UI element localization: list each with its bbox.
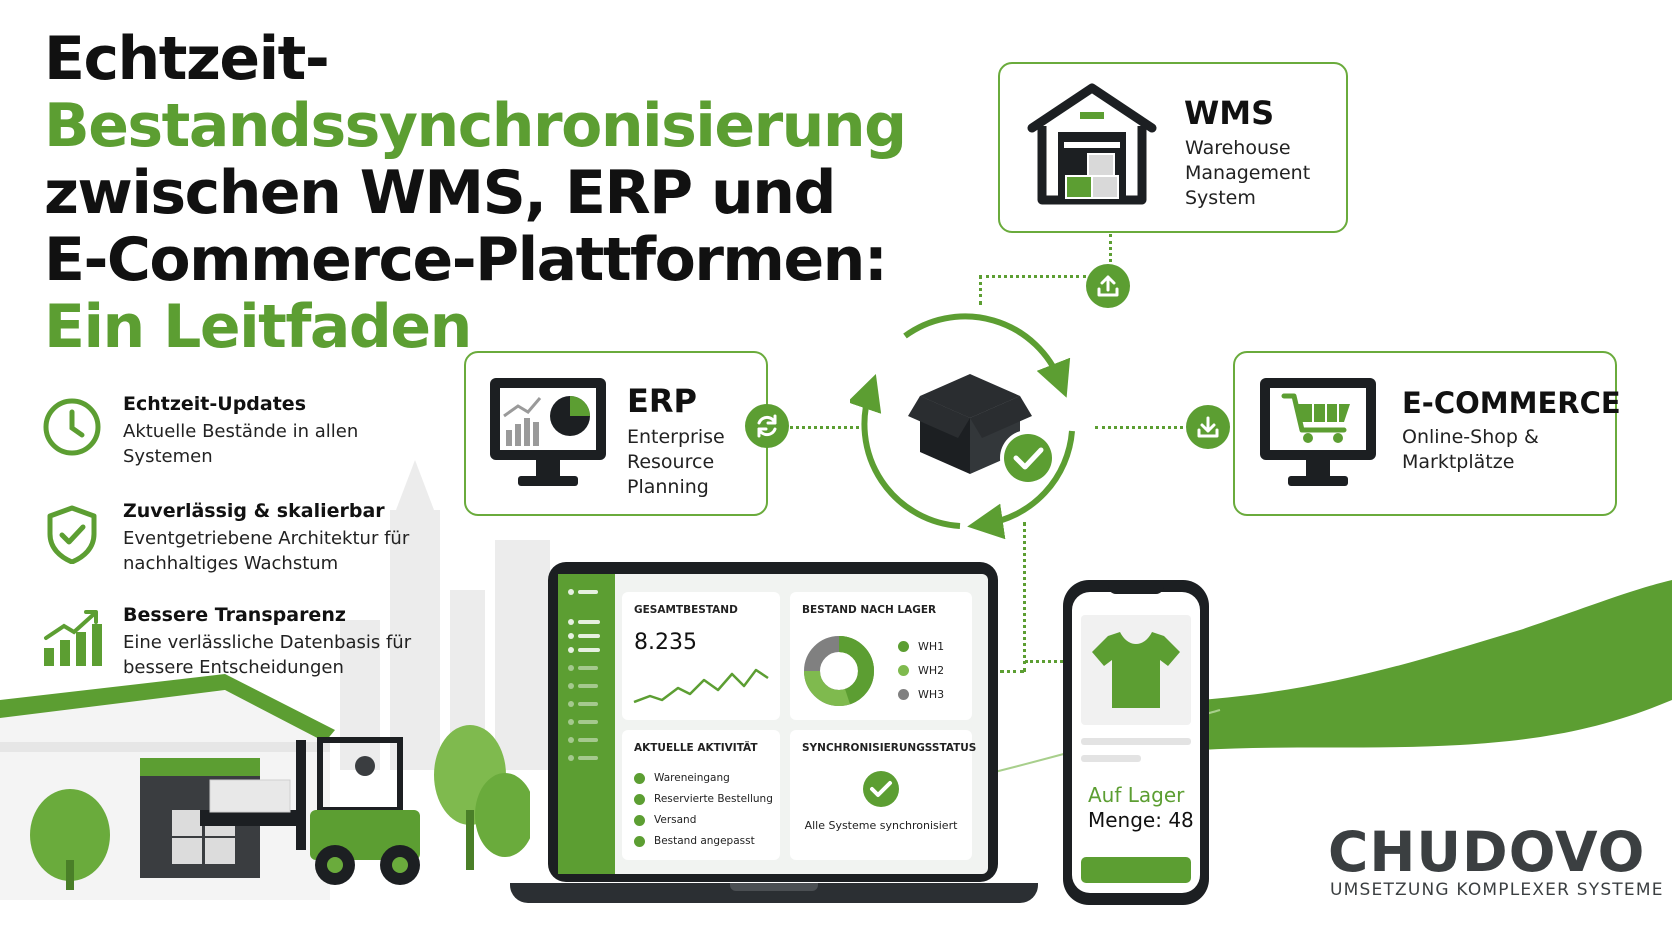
feature-title: Zuverlässig & skalierbar	[123, 500, 385, 522]
feature-realtime-updates: Echtzeit-Updates Aktuelle Bestände in al…	[42, 393, 402, 473]
activity-item: Versand	[634, 814, 696, 826]
sidebar-menu-icons	[568, 589, 600, 761]
connector-laptop	[1000, 670, 1024, 673]
legend-wh2: WH2	[898, 664, 944, 677]
feature-description: Eventgetriebene Architektur für nachhalt…	[123, 528, 410, 574]
connector-phone	[1025, 660, 1063, 663]
stock-trend-sparkline	[633, 668, 769, 704]
connector-devices	[1023, 522, 1026, 672]
feature-transparency: Bessere Transparenz Eine verlässliche Da…	[42, 604, 411, 684]
sync-status-panel: SYNCHRONISIERUNGSSTATUS Alle Systeme syn…	[790, 730, 976, 860]
title-line-5: Ein Leitfaden	[44, 292, 472, 362]
activity-item: Wareneingang	[634, 772, 730, 784]
feature-description: Eine verlässliche Datenbasis für bessere…	[123, 632, 412, 678]
total-stock-value: 8.235	[634, 630, 697, 655]
laptop-notch	[730, 883, 818, 891]
legend-dot	[898, 665, 909, 676]
brand-tagline: UMSETZUNG KOMPLEXER SYSTEME	[1330, 880, 1664, 900]
add-to-cart-button[interactable]	[1081, 857, 1191, 883]
panel-title: GESAMTBESTAND	[634, 604, 738, 616]
stock-by-warehouse-panel: BESTAND NACH LAGER WH1 WH2 WH3	[790, 592, 972, 720]
legend-wh1: WH1	[898, 640, 944, 653]
sync-status-text: Alle Systeme synchronisiert	[804, 819, 958, 832]
activity-item: Reservierte Bestellung	[634, 793, 773, 805]
title-line-1: Echtzeit-	[44, 24, 330, 94]
recent-activity-panel: AKTUELLE AKTIVITÄT Wareneingang Reservie…	[622, 730, 780, 860]
download-sync-badge	[1186, 405, 1230, 449]
warehouse-forklift-illustration	[0, 674, 530, 900]
erp-sync-badge	[745, 404, 789, 448]
wms-name: WMS	[1184, 94, 1275, 132]
refresh-icon	[757, 414, 777, 438]
erp-name: ERP	[627, 382, 697, 420]
panel-title: AKTUELLE AKTIVITÄT	[634, 742, 758, 754]
legend-label: WH3	[918, 688, 945, 701]
title-line-4: E-Commerce-Plattformen:	[44, 225, 888, 295]
feature-title: Bessere Transparenz	[123, 604, 346, 626]
clock-icon	[43, 398, 101, 456]
wms-system-card	[998, 62, 1348, 233]
brand-logo: CHUDOVO	[1328, 820, 1646, 884]
feature-reliable-scalable: Zuverlässig & skalierbar Eventgetriebene…	[42, 500, 409, 580]
sync-cycle-illustration	[850, 313, 1075, 540]
ecommerce-description: Online-Shop & Marktplätze	[1402, 426, 1539, 473]
connector-wms-down	[979, 275, 982, 305]
smartphone-notch	[1108, 584, 1164, 594]
download-icon	[1197, 416, 1219, 438]
legend-label: WH2	[918, 664, 945, 677]
product-title-placeholder	[1081, 738, 1191, 745]
green-wave-decoration	[900, 580, 1672, 796]
stock-quantity-label: Menge: 48	[1088, 808, 1194, 832]
monitor-chart-icon	[490, 378, 606, 486]
tshirt-icon	[1092, 632, 1180, 708]
upload-icon	[1097, 275, 1119, 297]
total-stock-panel: GESAMTBESTAND 8.235	[622, 592, 780, 720]
feature-description: Aktuelle Bestände in allen Systemen	[123, 421, 359, 467]
title-line-3: zwischen WMS, ERP und	[44, 158, 836, 228]
activity-item: Bestand angepasst	[634, 835, 755, 847]
warehouse-icon	[1027, 83, 1157, 205]
connector-wms-horizontal	[979, 275, 1086, 278]
page-title: Echtzeit- Bestandssynchronisierung zwisc…	[44, 24, 907, 362]
growth-chart-icon	[44, 610, 102, 666]
wms-description: Warehouse Management System	[1185, 137, 1311, 209]
panel-title: SYNCHRONISIERUNGSSTATUS	[802, 742, 977, 754]
monitor-cart-icon	[1260, 378, 1376, 486]
title-line-2: Bestandssynchronisierung	[44, 91, 907, 161]
erp-description: Enterprise Resource Planning	[627, 426, 725, 498]
stock-status-label: Auf Lager	[1088, 783, 1185, 807]
laptop-base	[510, 883, 1038, 903]
product-subtitle-placeholder	[1081, 755, 1141, 762]
connector-wms	[1109, 234, 1112, 274]
legend-wh3: WH3	[898, 688, 944, 701]
warehouse-donut-chart	[804, 636, 874, 706]
connector-ecommerce	[1095, 426, 1183, 429]
panel-title: BESTAND NACH LAGER	[802, 604, 937, 616]
legend-dot	[898, 689, 909, 700]
legend-dot	[898, 641, 909, 652]
legend-label: WH1	[918, 640, 945, 653]
connector-erp	[790, 426, 865, 429]
ecommerce-name: E-COMMERCE	[1402, 386, 1621, 420]
feature-title: Echtzeit-Updates	[123, 393, 307, 415]
upload-sync-badge	[1086, 264, 1130, 308]
check-circle-icon	[863, 771, 899, 807]
shield-check-icon	[47, 505, 97, 564]
